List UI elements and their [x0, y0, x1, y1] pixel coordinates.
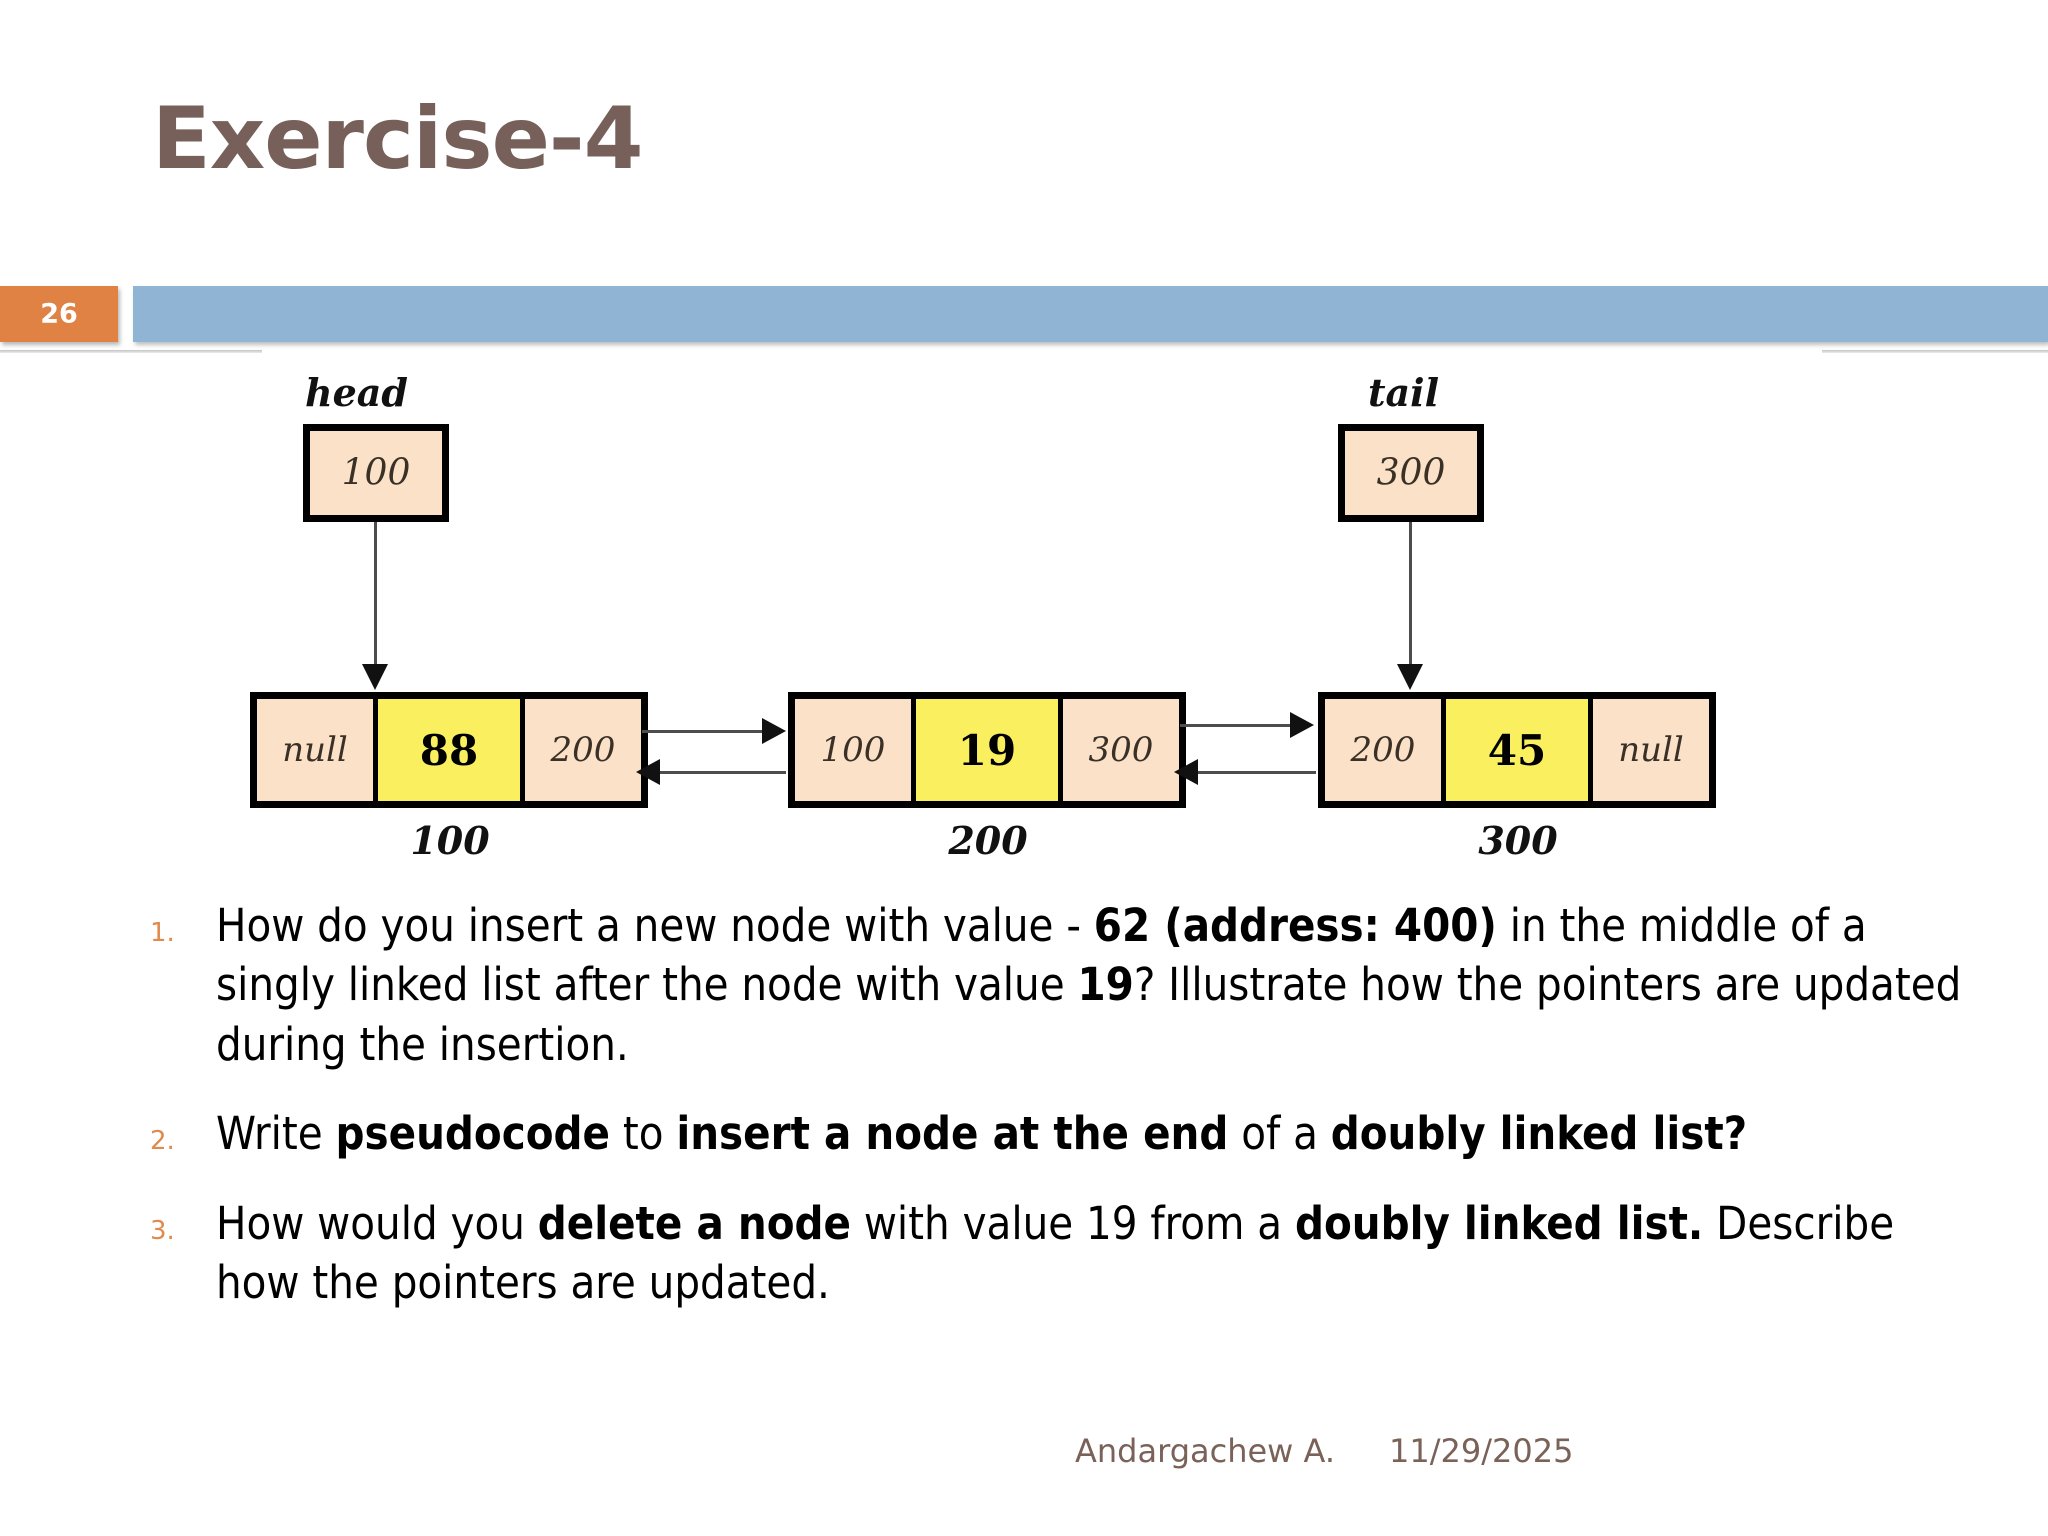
- slide-footer: Andargachew A. 11/29/2025: [1075, 1432, 1573, 1470]
- prev-pointer-arrow-head-icon: [1174, 759, 1198, 785]
- node-value-cell: 45: [1441, 699, 1593, 801]
- list-node: null 88 200: [250, 692, 648, 808]
- content-plate: [262, 350, 1822, 356]
- list-node: 200 45 null: [1318, 692, 1716, 808]
- footer-date: 11/29/2025: [1389, 1432, 1574, 1470]
- list-item-text: How do you insert a new node with value …: [216, 899, 1962, 1071]
- list-item: 3. How would you delete a node with valu…: [150, 1194, 1980, 1313]
- node-prev-cell: 200: [1325, 699, 1441, 801]
- question-list: 1. How do you insert a new node with val…: [150, 896, 1980, 1342]
- list-item-number: 1.: [150, 918, 175, 948]
- node-next-cell: 200: [525, 699, 641, 801]
- list-item-text: Write pseudocode to insert a node at the…: [216, 1107, 1748, 1161]
- head-arrow-line: [374, 522, 377, 667]
- node-address-label: 300: [1478, 818, 1558, 863]
- node-value-cell: 19: [911, 699, 1063, 801]
- list-item-number: 2.: [150, 1126, 175, 1157]
- header-blue-bar: [133, 286, 2048, 342]
- head-pointer-label: head: [305, 370, 408, 415]
- list-item: 1. How do you insert a new node with val…: [150, 896, 1980, 1074]
- slide-number-badge: 26: [0, 286, 118, 342]
- node-next-cell: null: [1593, 699, 1709, 801]
- head-pointer-value: 100: [341, 452, 411, 494]
- prev-pointer-arrow-line: [1198, 771, 1316, 774]
- tail-pointer-box: 300: [1338, 424, 1484, 522]
- head-pointer-box: 100: [303, 424, 449, 522]
- node-address-label: 200: [948, 818, 1028, 863]
- head-arrow-head-icon: [362, 664, 388, 690]
- list-node: 100 19 300: [788, 692, 1186, 808]
- linked-list-diagram: head 100 tail 300 null 88 200 100 100 19…: [250, 352, 1850, 863]
- node-next-cell: 300: [1063, 699, 1179, 801]
- next-pointer-arrow-line: [1180, 724, 1292, 727]
- next-pointer-arrow-line: [642, 730, 764, 733]
- next-pointer-arrow-head-icon: [1290, 712, 1314, 738]
- prev-pointer-arrow-head-icon: [636, 759, 660, 785]
- footer-author: Andargachew A.: [1075, 1432, 1336, 1470]
- header-band: 26: [0, 286, 2048, 342]
- prev-pointer-arrow-line: [660, 771, 786, 774]
- slide-number-text: 26: [40, 298, 78, 330]
- node-value-cell: 88: [373, 699, 525, 801]
- list-item-text: How would you delete a node with value 1…: [216, 1196, 1895, 1309]
- tail-arrow-head-icon: [1397, 664, 1423, 690]
- list-item: 2. Write pseudocode to insert a node at …: [150, 1104, 1980, 1163]
- next-pointer-arrow-head-icon: [762, 718, 786, 744]
- node-prev-cell: 100: [795, 699, 911, 801]
- list-item-number: 3.: [150, 1215, 175, 1246]
- node-prev-cell: null: [257, 699, 373, 801]
- tail-pointer-value: 300: [1376, 452, 1446, 494]
- tail-arrow-line: [1409, 522, 1412, 667]
- node-address-label: 100: [410, 818, 490, 863]
- tail-pointer-label: tail: [1368, 370, 1440, 415]
- page-title: Exercise-4: [152, 89, 643, 189]
